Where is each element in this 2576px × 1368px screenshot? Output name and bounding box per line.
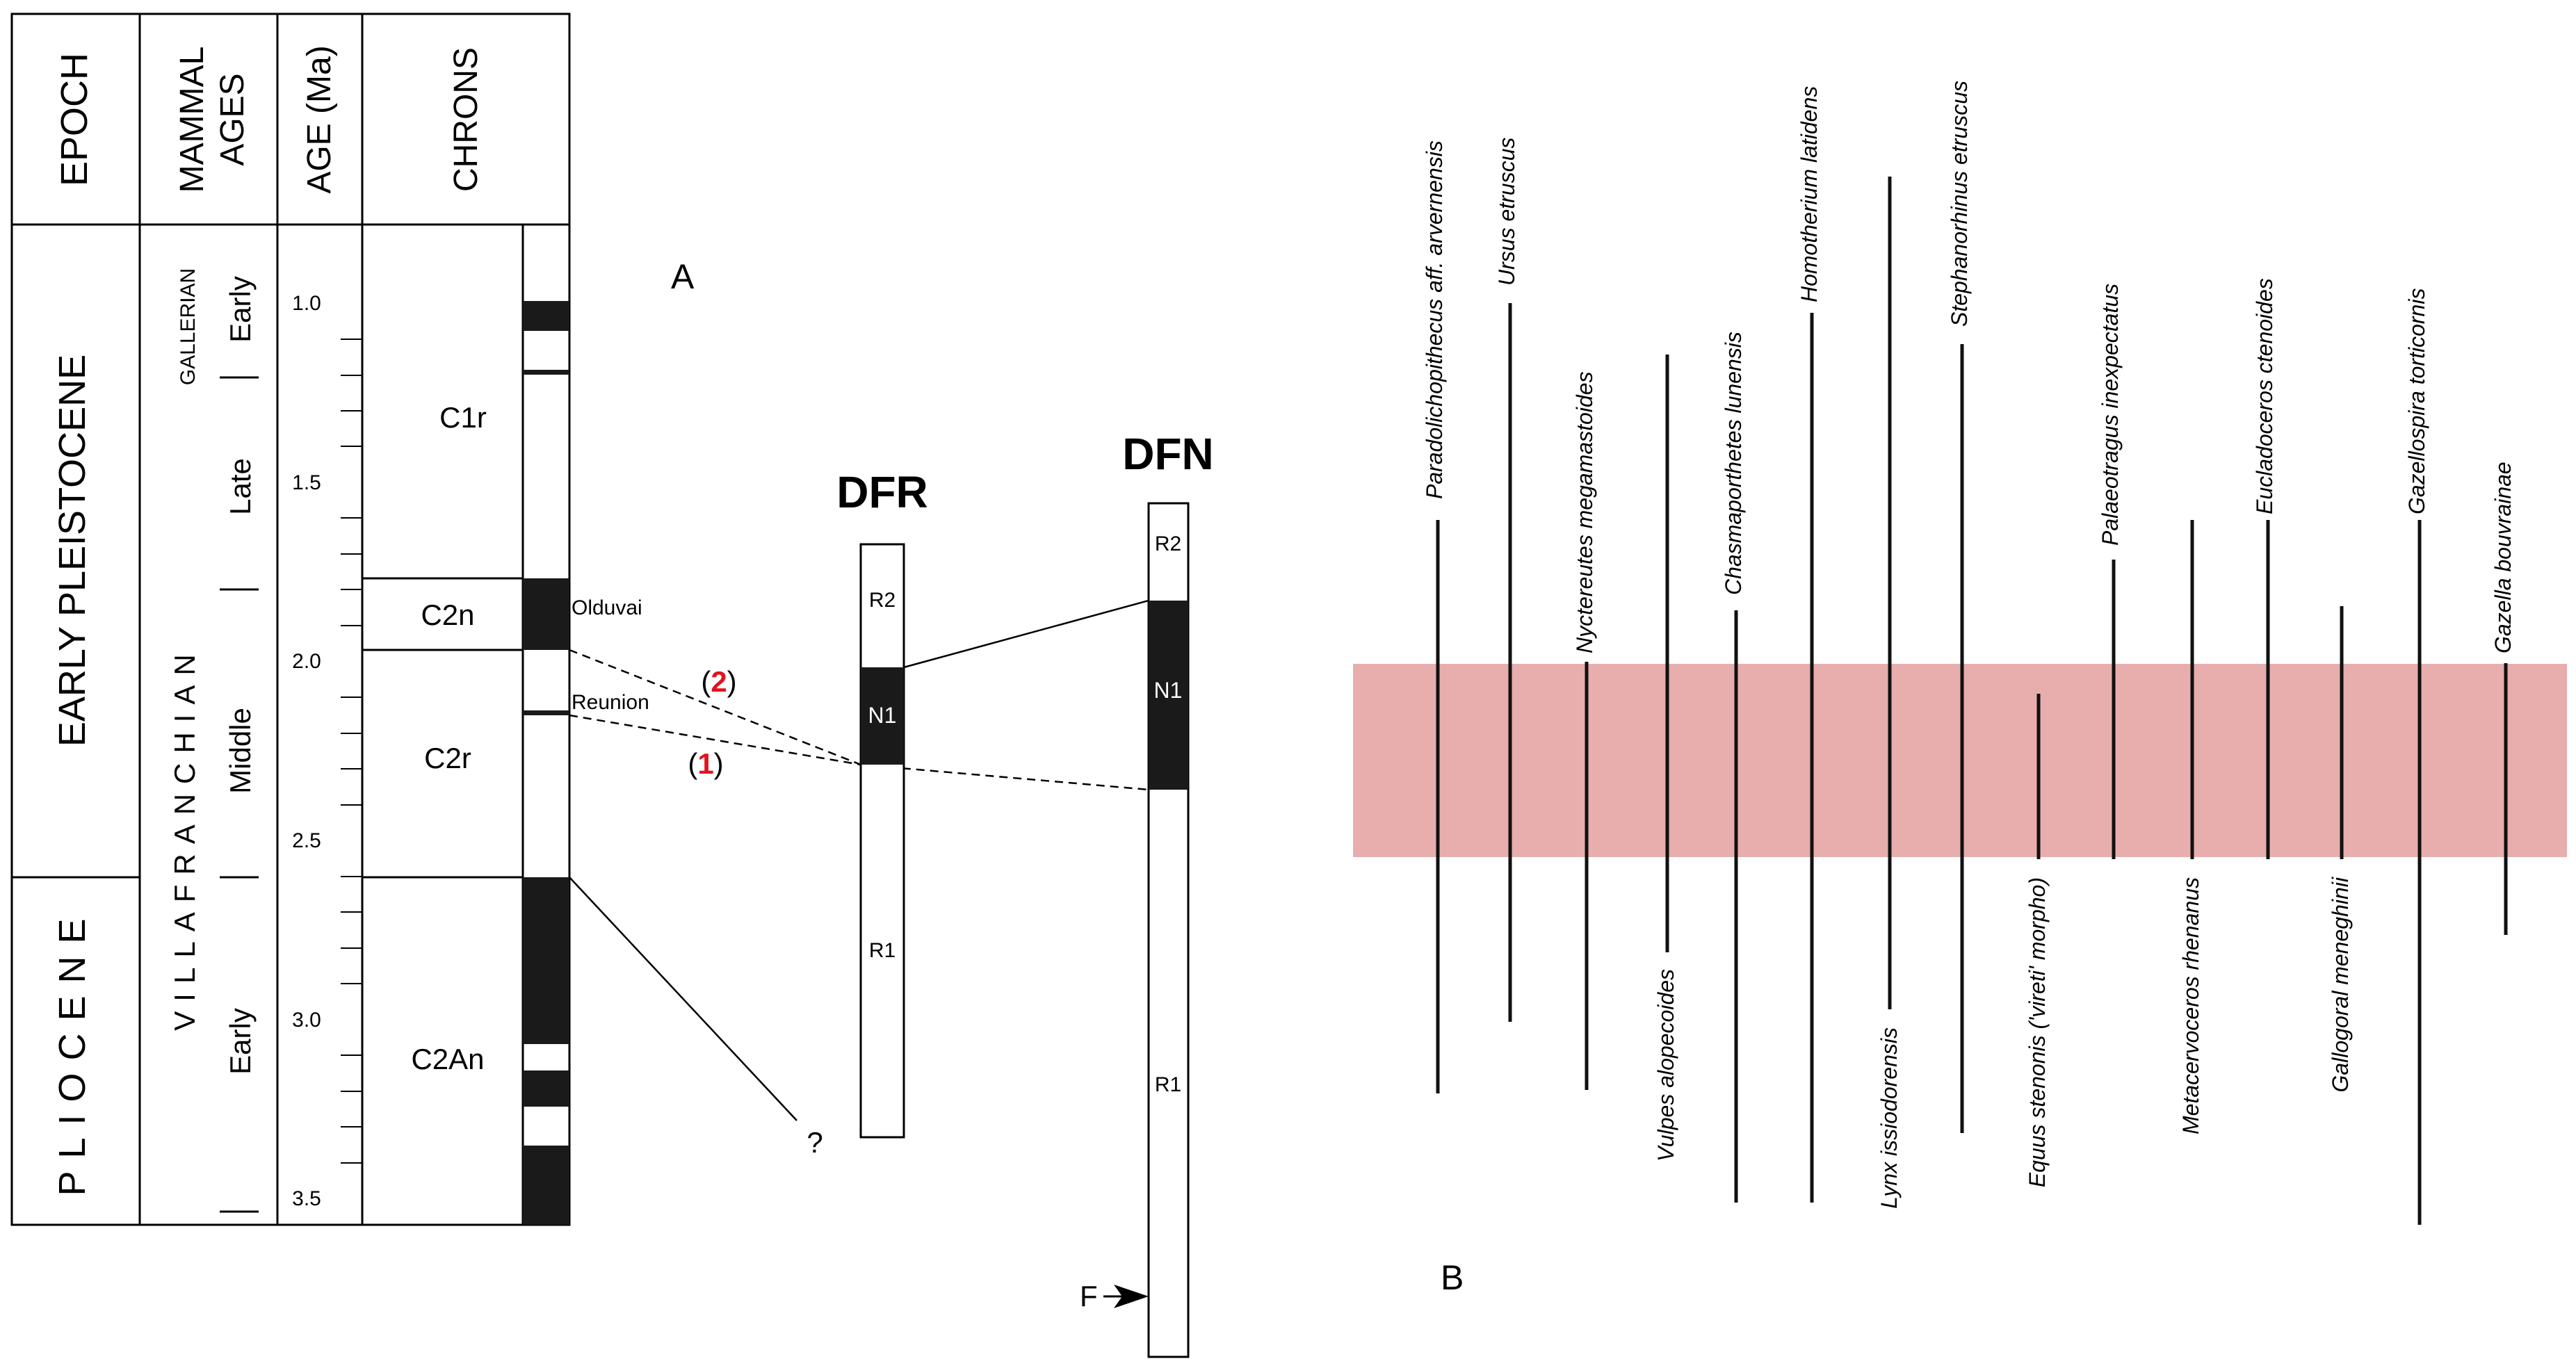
correlation-dfr-n1-dfn-bottom [860, 763, 1149, 791]
dfn-zone-r2: R2 [1155, 532, 1181, 555]
highlight-band [1353, 664, 2567, 857]
correlation-dfr-n1-dfn-top [903, 599, 1149, 669]
taxon-label: Stephanorhinus etruscus [1947, 81, 1972, 327]
mammal-substage-gallerian-early: Early [224, 276, 257, 343]
subchron-label-reunion: Reunion [572, 691, 649, 714]
polarity-normal-jaramillo [523, 301, 569, 331]
dfr-zone-r2: R2 [869, 589, 896, 612]
mammal-substage-villafranchian-early: Early [224, 1008, 257, 1075]
taxon-label: Equus stenonis ('vireti' morpho) [2025, 877, 2050, 1187]
chron-label-c2an: C2An [411, 1043, 484, 1075]
dfr-zone-r1: R1 [869, 939, 896, 962]
taxon-label: Gallogoral meneghinii [2328, 877, 2353, 1092]
section-title-dfn: DFN [1122, 429, 1214, 479]
section-title-dfr: DFR [836, 467, 928, 517]
polarity-normal-cobb [523, 370, 569, 375]
chron-label-c2n: C2n [421, 598, 474, 631]
subchron-label-olduvai: Olduvai [572, 596, 642, 619]
dfn-zone-n1: N1 [1154, 678, 1183, 703]
dfn-marker-f: F [1080, 1280, 1098, 1312]
mammal-stage-gallerian: GALLERIAN [177, 268, 200, 385]
taxon-label: Metacervoceros rhenanus [2178, 877, 2203, 1134]
dfr-normal-zone [861, 667, 904, 765]
dfn-normal-zone [1149, 601, 1188, 790]
correlation-pliocene-query [569, 877, 797, 1121]
epoch-label-pliocene: PLIOCENE [51, 906, 93, 1196]
dfr-zone-n1: N1 [868, 703, 897, 728]
taxon-label: Palaeotragus inexpectatus [2098, 284, 2123, 546]
section-dfn: DFN R2 N1 R1 F [1080, 429, 1214, 1358]
header-age: AGE (Ma) [301, 45, 338, 193]
taxon-label: Nyctereutes megamastoides [1572, 371, 1597, 653]
timescale-frame [10, 13, 571, 1226]
taxon-label: Gazella bouvrainae [2490, 462, 2516, 653]
age-tick-label: 3.5 [292, 1187, 321, 1210]
age-tick-label: 2.0 [292, 650, 321, 673]
panel-a: EPOCH MAMMAL AGES AGE (Ma) CHRONS EARLY … [10, 13, 1214, 1358]
question-mark: ? [807, 1126, 823, 1159]
correlation-label-2: (2) [701, 665, 736, 698]
panel-b-label: B [1441, 1258, 1464, 1297]
substage-boundaries [220, 376, 259, 1213]
taxon-label: Lynx issiodorensis [1877, 1027, 1902, 1209]
taxon-label: Vulpes alopecoides [1653, 969, 1678, 1162]
taxon-label: Paradolichopithecus aff. arvernensis [1422, 140, 1447, 499]
chron-label-c2r: C2r [424, 742, 471, 774]
taxon-labels: Paradolichopithecus aff. arvernensis Urs… [1422, 81, 2516, 1209]
correlation-lines [569, 599, 1149, 1121]
polarity-column [521, 223, 571, 1226]
header-mammal-ages-line2: AGES [214, 73, 251, 165]
age-tick-label: 3.0 [292, 1009, 321, 1032]
correlation-line-1 [569, 714, 861, 766]
chron-label-c1r: C1r [439, 401, 487, 434]
age-minor-ticks [341, 339, 362, 1164]
polarity-normal-olduvai [523, 578, 569, 650]
taxon-label: Ursus etruscus [1494, 138, 1519, 286]
header-mammal-ages-line1: MAMMAL [174, 47, 211, 193]
taxon-label: Eucladoceros ctenoides [2252, 278, 2277, 514]
mammal-substage-villafranchian-late: Late [224, 458, 257, 515]
age-tick-label: 2.5 [292, 829, 321, 852]
epoch-label-early-pleistocene: EARLY PLEISTOCENE [51, 355, 93, 747]
mammal-stage-villafranchian: VILLAFRANCHIAN [168, 644, 201, 1030]
panel-a-label: A [671, 257, 695, 296]
dfn-zone-r1: R1 [1155, 1073, 1181, 1096]
age-tick-label: 1.0 [292, 292, 321, 315]
correlation-label-1: (1) [688, 747, 723, 780]
arrow-right-icon [1103, 1285, 1149, 1308]
panel-b: Paradolichopithecus aff. arvernensis Urs… [1353, 81, 2567, 1297]
polarity-normal-c2an2 [523, 1070, 569, 1107]
polarity-normal-c2an3 [523, 1146, 569, 1225]
taxon-label: Chasmaporthetes lunensis [1721, 332, 1746, 595]
taxon-label: Homotherium latidens [1797, 86, 1822, 302]
correlation-line-2 [569, 649, 861, 766]
polarity-normal-c2an1 [523, 877, 569, 1044]
header-epoch: EPOCH [54, 53, 95, 186]
polarity-normal-reunion [523, 710, 569, 715]
taxon-range-bars [1436, 177, 2508, 1225]
taxon-label: Gazellospira torticornis [2404, 288, 2429, 514]
section-dfr: DFR R2 N1 R1 [836, 467, 928, 1139]
header-chrons: CHRONS [448, 47, 485, 192]
age-tick-label: 1.5 [292, 471, 321, 494]
mammal-substage-villafranchian-middle: Middle [224, 708, 257, 794]
